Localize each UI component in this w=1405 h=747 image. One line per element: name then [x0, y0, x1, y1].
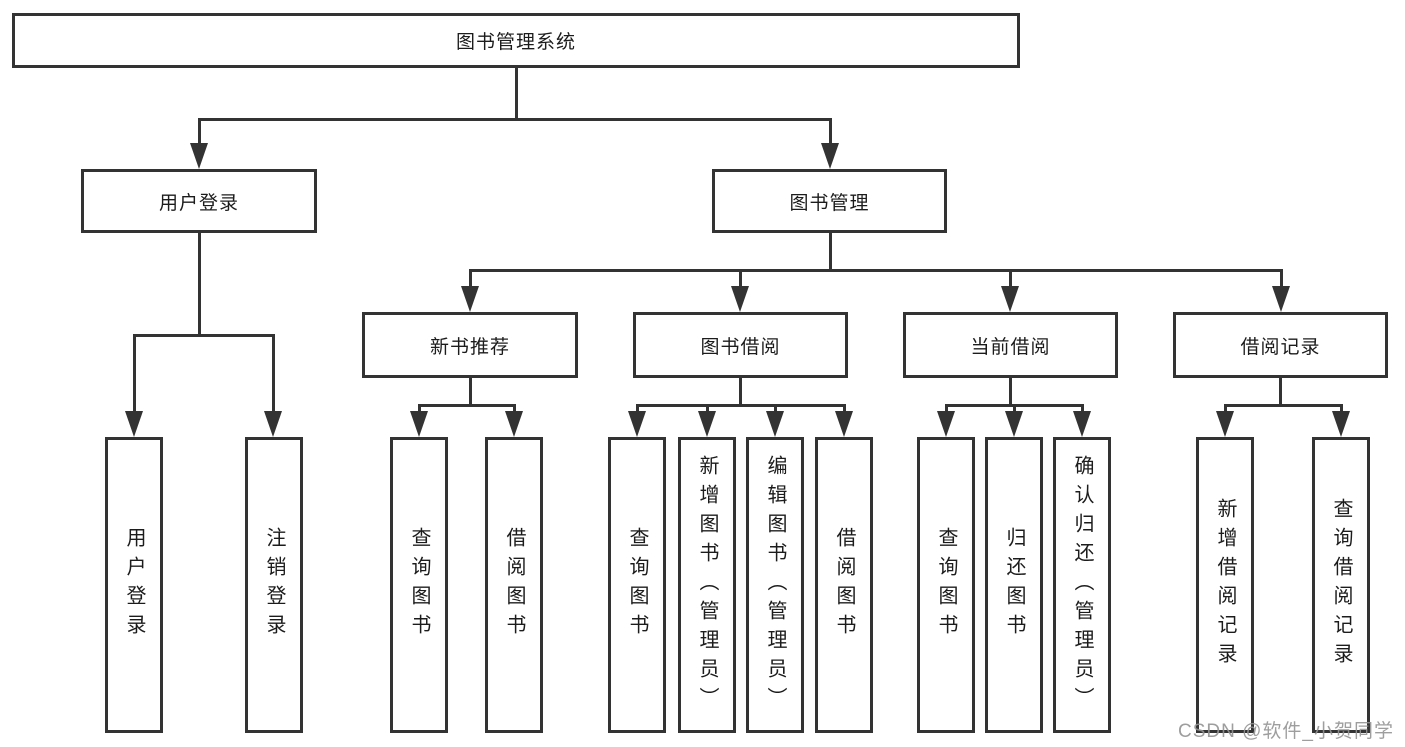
node-label: 当前借阅	[970, 336, 1051, 358]
connector-line	[843, 404, 846, 413]
arrowhead-down-icon	[125, 411, 143, 437]
connector-line	[469, 269, 1282, 272]
arrowhead-down-icon	[821, 143, 839, 169]
leaf-borrow-books-recommend: 借阅图书	[485, 437, 543, 733]
connector-line	[739, 269, 742, 288]
arrowhead-down-icon	[1001, 286, 1019, 312]
arrowhead-down-icon	[1005, 411, 1023, 437]
leaf-label: 查询图书	[626, 527, 648, 643]
arrowhead-down-icon	[731, 286, 749, 312]
connector-line	[1013, 404, 1016, 413]
node-borrow-records: 借阅记录	[1173, 312, 1388, 378]
leaf-query-books-recommend: 查询图书	[390, 437, 448, 733]
connector-line	[1224, 404, 1227, 413]
arrowhead-down-icon	[505, 411, 523, 437]
leaf-label: 查询图书	[408, 527, 430, 643]
arrowhead-down-icon	[1073, 411, 1091, 437]
arrowhead-down-icon	[190, 143, 208, 169]
node-book-management: 图书管理	[712, 169, 947, 233]
node-new-book-recommend: 新书推荐	[362, 312, 578, 378]
arrowhead-down-icon	[698, 411, 716, 437]
connector-line	[198, 118, 831, 121]
leaf-add-borrow-record: 新增借阅记录	[1196, 437, 1254, 733]
leaf-query-books-current: 查询图书	[917, 437, 975, 733]
arrowhead-down-icon	[628, 411, 646, 437]
connector-line	[829, 118, 832, 146]
leaf-add-book-admin: 新增图书（管理员）	[678, 437, 736, 733]
csdn-watermark: CSDN @软件_小贺同学	[1178, 721, 1394, 742]
arrowhead-down-icon	[835, 411, 853, 437]
node-library-system: 图书管理系统	[12, 13, 1020, 68]
arrowhead-down-icon	[410, 411, 428, 437]
leaf-logout: 注销登录	[245, 437, 303, 733]
node-label: 图书管理系统	[455, 32, 576, 53]
leaf-label: 归还图书	[1003, 527, 1025, 643]
arrowhead-down-icon	[937, 411, 955, 437]
connector-line	[198, 233, 201, 336]
connector-line	[829, 233, 832, 271]
leaf-borrow-books: 借阅图书	[815, 437, 873, 733]
arrowhead-down-icon	[1272, 286, 1290, 312]
leaf-edit-book-admin: 编辑图书（管理员）	[746, 437, 804, 733]
node-label: 图书管理	[789, 192, 870, 214]
connector-line	[469, 378, 472, 406]
node-current-borrow: 当前借阅	[903, 312, 1118, 378]
arrowhead-down-icon	[766, 411, 784, 437]
leaf-label: 新增图书（管理员）	[696, 454, 718, 716]
leaf-label: 编辑图书（管理员）	[764, 454, 786, 716]
connector-line	[1279, 378, 1282, 406]
connector-line	[636, 404, 846, 407]
connector-line	[198, 118, 201, 146]
leaf-label: 查询图书	[935, 527, 957, 643]
leaf-confirm-return-admin: 确认归还（管理员）	[1053, 437, 1111, 733]
connector-line	[1340, 404, 1343, 413]
connector-line	[133, 334, 275, 337]
connector-line	[272, 334, 275, 413]
leaf-label: 确认归还（管理员）	[1071, 454, 1093, 716]
connector-line	[774, 404, 777, 413]
leaf-label: 注销登录	[263, 527, 285, 643]
node-user-login: 用户登录	[81, 169, 317, 233]
node-label: 图书借阅	[700, 336, 781, 358]
connector-line	[515, 68, 518, 120]
connector-line	[706, 404, 709, 413]
leaf-query-books-borrow: 查询图书	[608, 437, 666, 733]
connector-line	[469, 269, 472, 288]
connector-line	[1224, 404, 1343, 407]
connector-line	[513, 404, 516, 413]
connector-line	[1280, 269, 1283, 288]
leaf-label: 查询借阅记录	[1330, 498, 1352, 672]
node-label: 借阅记录	[1240, 336, 1321, 358]
leaf-label: 新增借阅记录	[1214, 498, 1236, 672]
connector-line	[133, 334, 136, 413]
node-book-borrow: 图书借阅	[633, 312, 848, 378]
node-label: 新书推荐	[429, 336, 510, 358]
leaf-label: 用户登录	[123, 527, 145, 643]
arrowhead-down-icon	[264, 411, 282, 437]
leaf-return-book: 归还图书	[985, 437, 1043, 733]
connector-line	[739, 378, 742, 406]
connector-line	[945, 404, 948, 413]
arrowhead-down-icon	[461, 286, 479, 312]
connector-line	[418, 404, 516, 407]
connector-line	[1009, 378, 1012, 406]
leaf-label: 借阅图书	[503, 527, 525, 643]
leaf-query-borrow-record: 查询借阅记录	[1312, 437, 1370, 733]
connector-line	[1081, 404, 1084, 413]
leaf-user-login: 用户登录	[105, 437, 163, 733]
node-label: 用户登录	[158, 192, 239, 214]
arrowhead-down-icon	[1216, 411, 1234, 437]
connector-line	[1009, 269, 1012, 288]
leaf-label: 借阅图书	[833, 527, 855, 643]
arrowhead-down-icon	[1332, 411, 1350, 437]
connector-line	[418, 404, 421, 413]
connector-line	[636, 404, 639, 413]
